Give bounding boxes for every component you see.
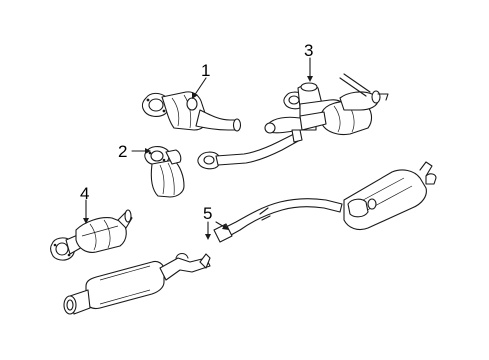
part-5-rear-pipe-and-muffler [63,161,437,315]
callout-5-label: 5 [203,204,212,223]
part-1-catalytic-converter [141,91,242,132]
callout-3-label: 3 [304,41,313,60]
callout-arrows [83,57,313,240]
callout-4-label: 4 [80,184,89,203]
callout-1-label: 1 [201,61,210,80]
callout-2-label: 2 [118,142,127,161]
part-2-catalytic-converter [144,146,185,198]
part-4-converter-assembly [49,209,133,261]
part-3-intermediate-pipe [197,73,389,170]
